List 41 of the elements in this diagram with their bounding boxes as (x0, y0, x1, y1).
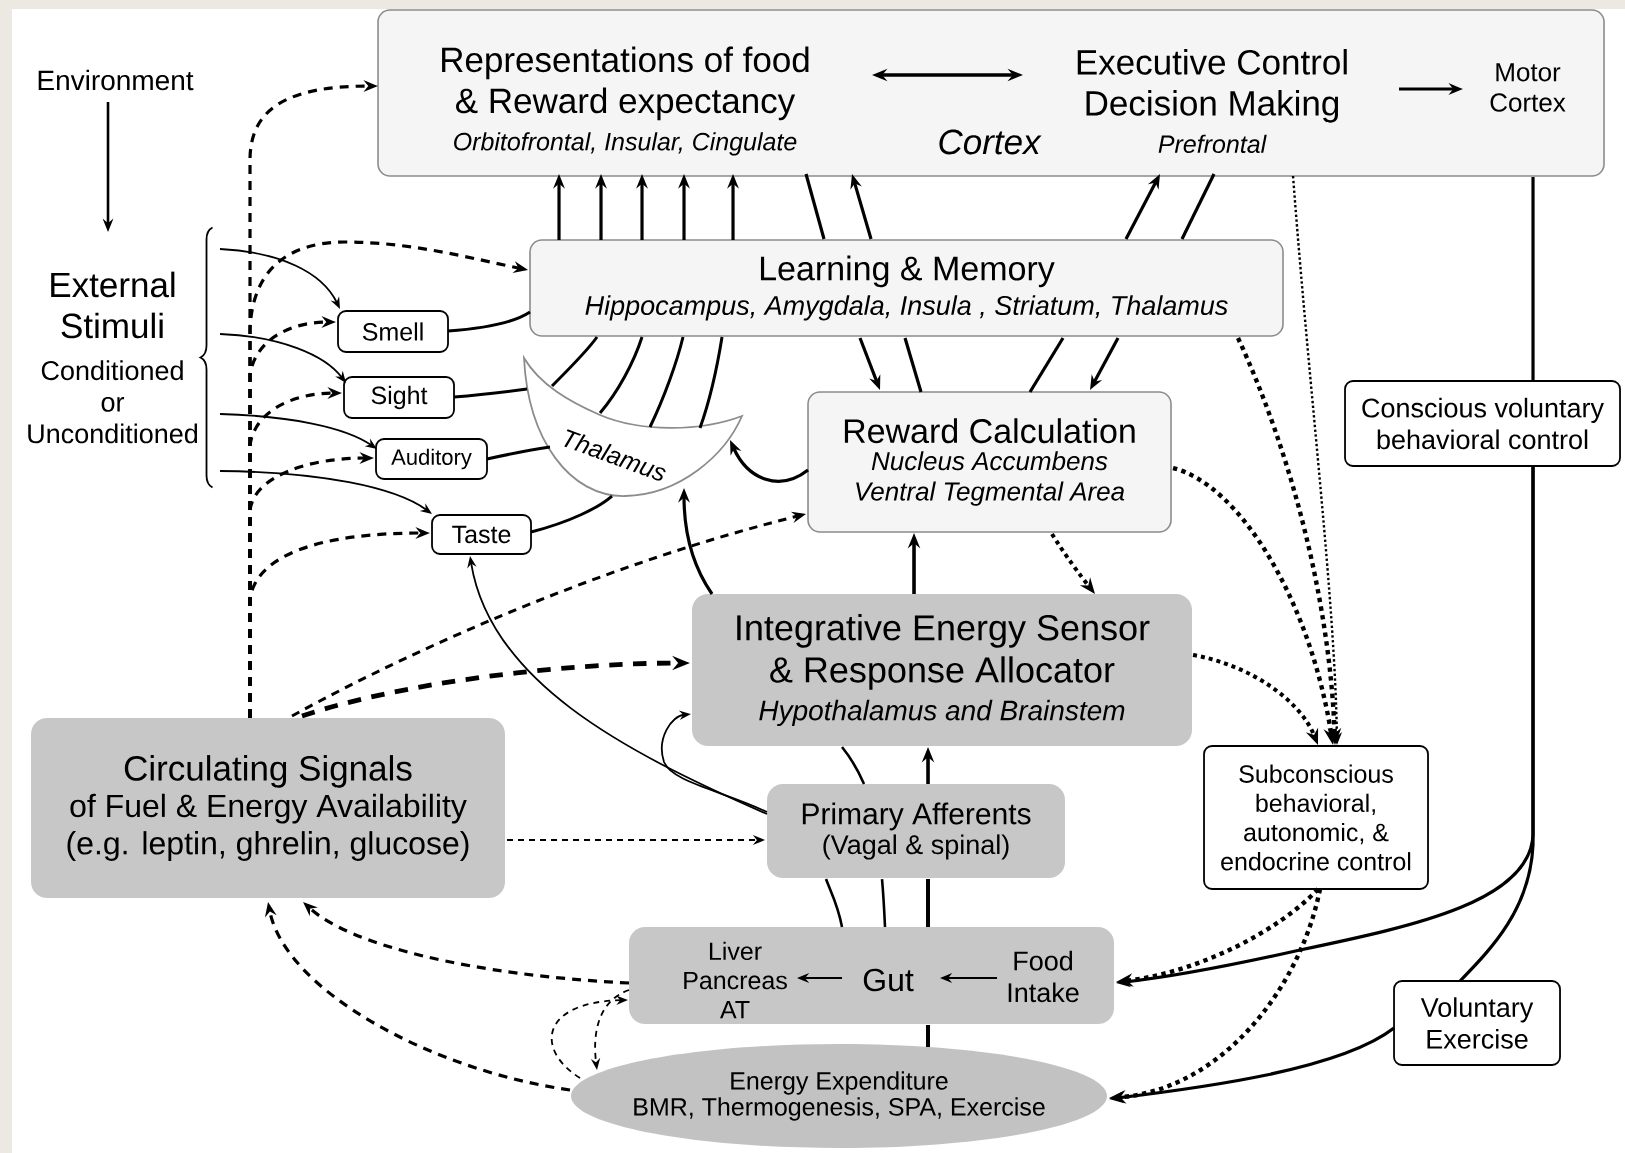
connector-line (841, 746, 866, 785)
connector-line (1531, 177, 1535, 381)
connector-line (903, 337, 923, 393)
connector-line (486, 445, 551, 461)
process-box: Circulating Signals of Fuel & Energy Availability (e.g. leptin, ghrelin, glucose) (31, 718, 505, 898)
text-label: Food Intake (1008, 950, 1079, 1003)
connector-line (1180, 173, 1216, 240)
connector-line (804, 173, 826, 240)
connector-line (550, 336, 599, 388)
sense-box: Sight (343, 376, 455, 419)
process-box: Primary Afferents (Vagal & spinal) (767, 784, 1065, 878)
connector-line (648, 336, 685, 428)
process-box: Reward Calculation Nucleus Accumbens Ventral Tegmental Area (807, 391, 1172, 533)
text-label: Gut (863, 968, 914, 992)
text-label: Environment (38, 69, 194, 91)
process-box: Learning & Memory Hippocampus, Amygdala, Insula , Striatum, Thalamus (529, 239, 1284, 337)
connector-line (824, 878, 844, 928)
connector-line (530, 494, 613, 534)
control-box: Subconscious behavioral, autonomic, & endocrine control (1203, 745, 1429, 890)
connector-line (698, 336, 724, 429)
connector-line (598, 336, 644, 414)
sense-box: Smell (337, 310, 449, 353)
sense-box: Taste (431, 514, 532, 555)
process-box: Integrative Energy Sensor & Response Allocator Hypothalamus and Brainstem (692, 594, 1192, 746)
control-box: Conscious voluntary behavioral control (1344, 380, 1621, 467)
region-label: Executive Control Decision Making Prefrontal (1077, 49, 1347, 153)
connector-line (453, 387, 528, 399)
region-label: Motor Cortex (1490, 63, 1566, 112)
connector-line (880, 878, 887, 928)
arrow (661, 710, 768, 813)
text-label: External Stimuli Conditioned or Unconditioned (28, 271, 198, 444)
control-box: Voluntary Exercise (1393, 980, 1561, 1066)
connector-line (1458, 466, 1535, 983)
region-label: Representations of food & Reward expectancy Orbitofrontal, Insular, Cingulate (442, 46, 809, 156)
connector-line (926, 1025, 930, 1047)
text-label: Liver Pancreas AT (684, 941, 787, 1019)
sense-box: Auditory (375, 438, 488, 480)
connector-line (926, 879, 930, 927)
process-box (629, 927, 1114, 1024)
connector-line (1028, 337, 1065, 393)
connector-line (447, 310, 531, 333)
